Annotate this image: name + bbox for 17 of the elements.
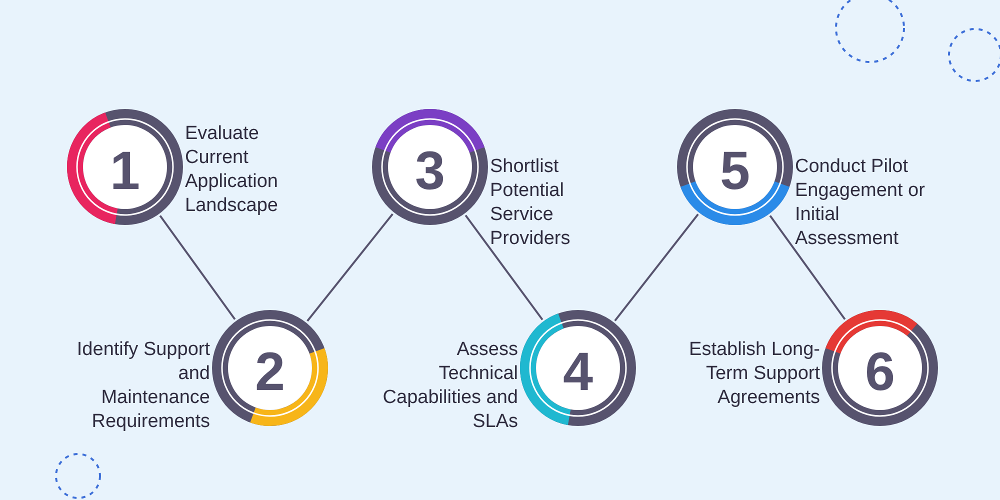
step-number: 3 <box>414 140 446 202</box>
step-number: 2 <box>254 340 286 403</box>
step-description: Conduct Pilot Engagement or Initial Assessment <box>795 155 926 251</box>
step-description: Identify Support and Maintenance Requirements <box>76 338 210 434</box>
connector-line <box>306 213 394 322</box>
connector-line <box>769 215 846 320</box>
step-description: Assess Technical Capabilities and SLAs <box>382 338 518 434</box>
connector-line <box>464 214 544 320</box>
step-number: 6 <box>864 340 896 403</box>
connector-line <box>159 215 236 320</box>
step-number: 4 <box>562 340 594 403</box>
step-description: Establish Long-Term Support Agreements <box>688 338 820 410</box>
step-number: 1 <box>110 140 140 202</box>
step-description: Evaluate Current Application Landscape <box>185 122 279 218</box>
step-description: Shortlist Potential Service Providers <box>490 155 572 251</box>
connector-line <box>614 214 699 322</box>
step-number: 5 <box>720 140 750 202</box>
